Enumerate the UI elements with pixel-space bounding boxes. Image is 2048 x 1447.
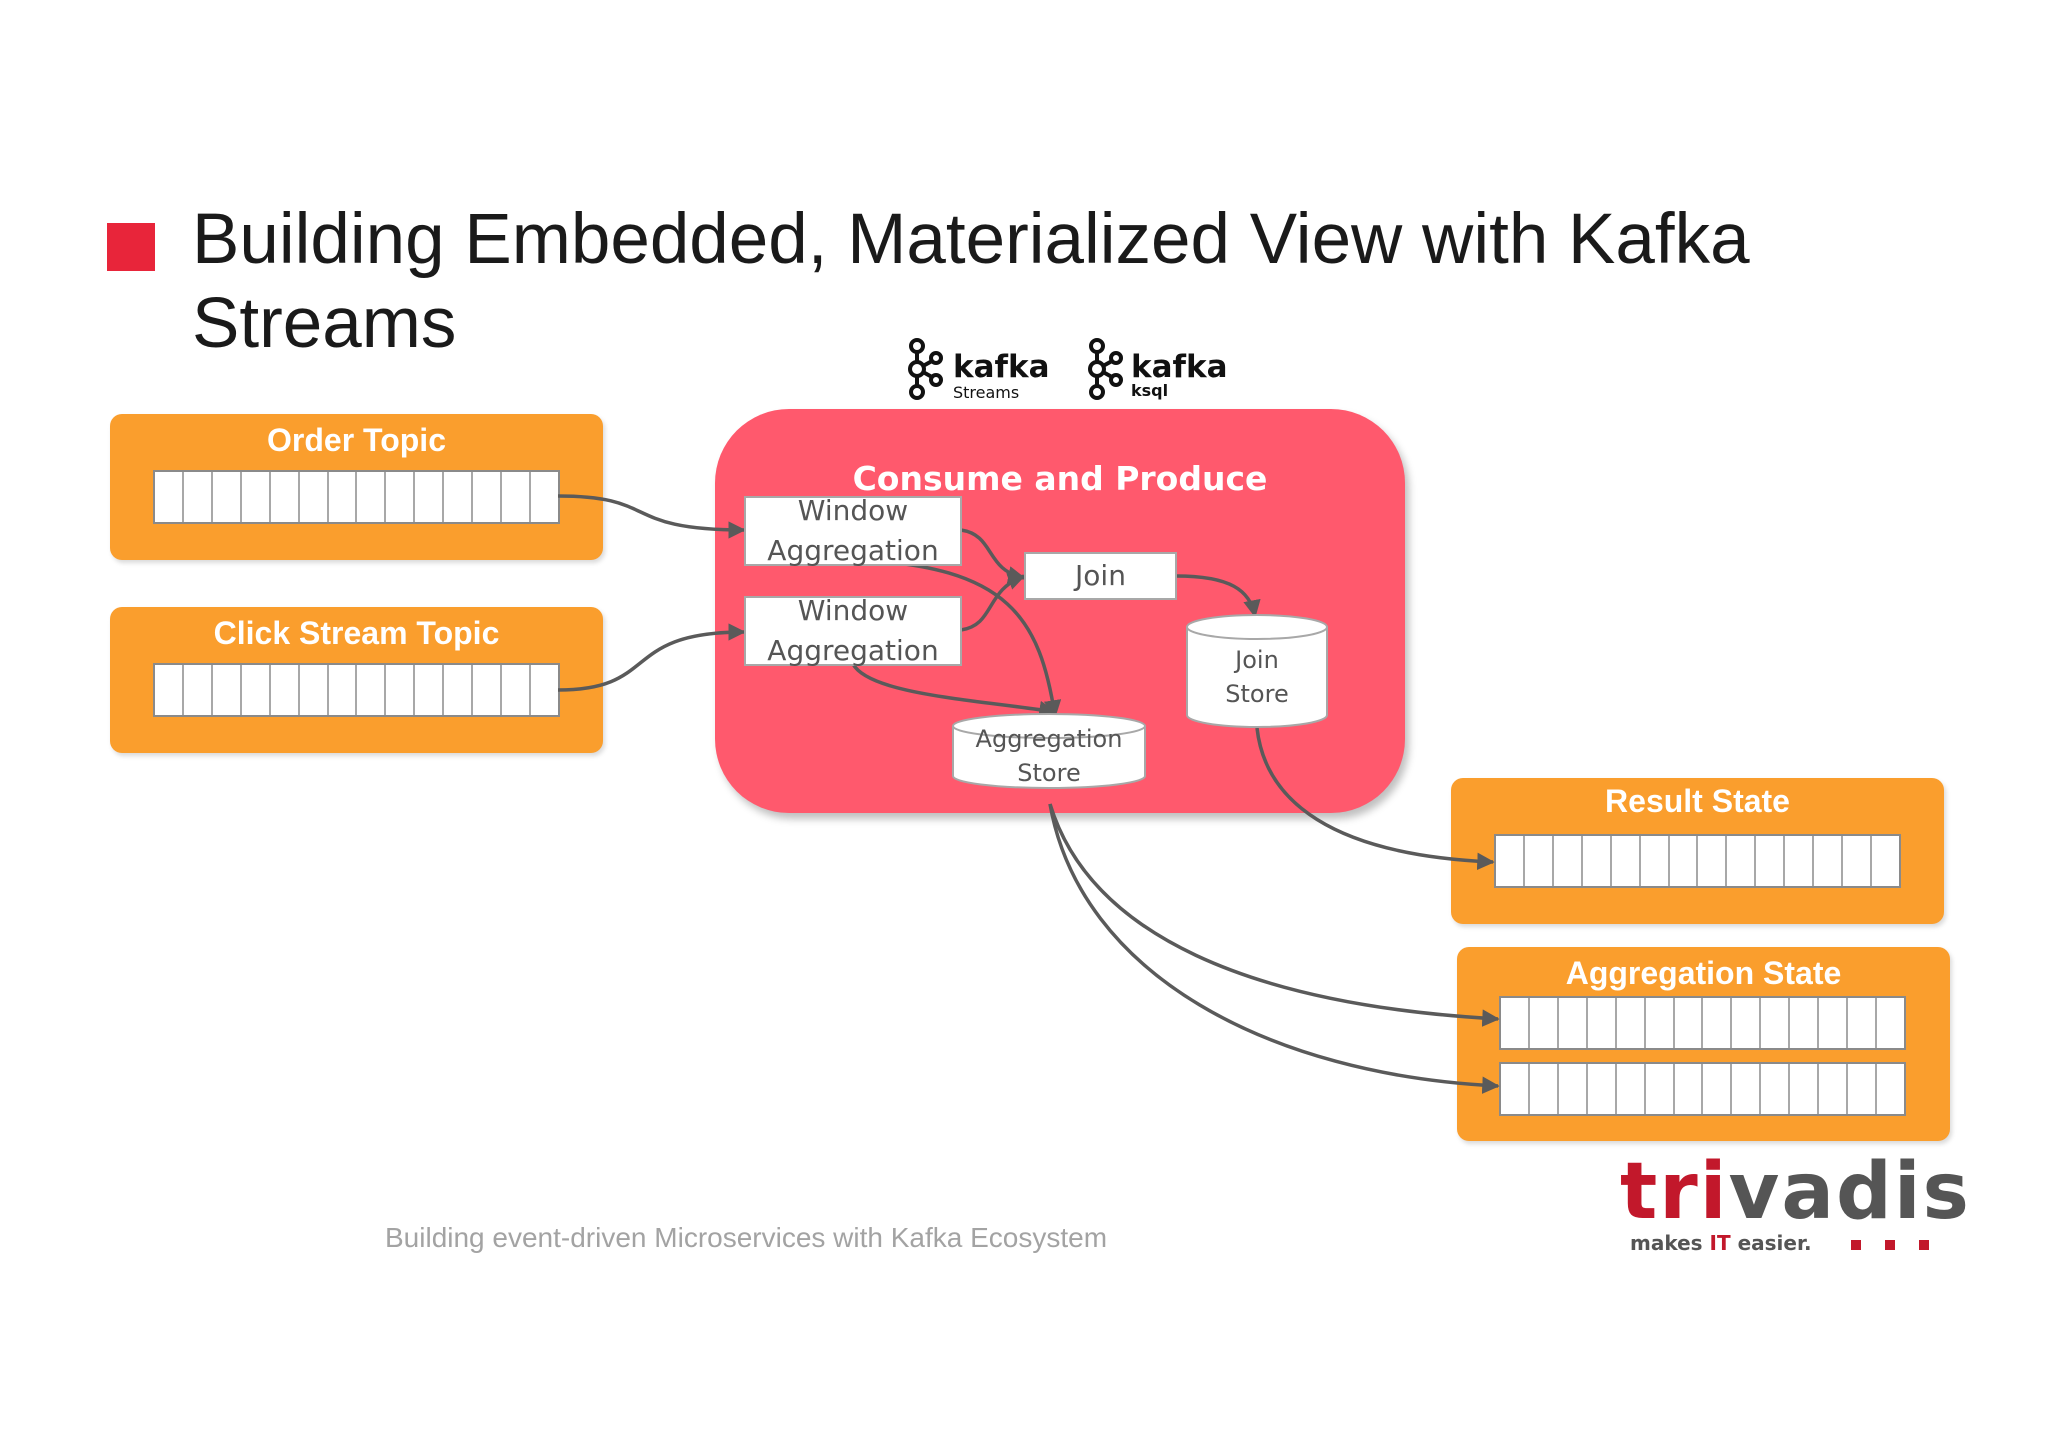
kafka-logo-icon — [908, 338, 943, 400]
aggregation-state-partitions-1 — [1499, 996, 1906, 1050]
trivadis-logo: trivadis — [1620, 1150, 1971, 1234]
connector-join-to-join-store — [1175, 574, 1261, 618]
tagline-after: easier. — [1730, 1231, 1812, 1255]
result-state-box: Result State — [1451, 778, 1944, 924]
result-state-label: Result State — [1605, 783, 1790, 819]
kafka-ksql-sub: ksql — [1131, 381, 1169, 400]
connector-order-to-window-agg — [557, 494, 746, 539]
kafka-logo-icon — [1088, 338, 1123, 400]
brand-dot-1 — [1851, 1240, 1861, 1250]
click-stream-topic-label: Click Stream Topic — [213, 615, 500, 651]
brand-dot-3 — [1919, 1240, 1929, 1250]
window-aggregation-label-2: Window Aggregation — [767, 594, 939, 667]
order-topic-label: Order Topic — [267, 422, 446, 458]
aggregation-store-label: Aggregation Store — [975, 725, 1123, 787]
kafka-streams-word: kafka — [953, 349, 1050, 385]
aggregation-state-label: Aggregation State — [1565, 955, 1842, 991]
window-aggregation-node-2: Window Aggregation — [744, 594, 962, 667]
join-node: Join — [1024, 552, 1177, 600]
join-store-cylinder — [1186, 614, 1328, 728]
tagline-before: makes — [1630, 1231, 1710, 1255]
result-state-partitions — [1494, 834, 1901, 888]
tagline-accent: IT — [1709, 1231, 1731, 1255]
connector-join-store-to-result — [1255, 727, 1495, 871]
kafka-ksql-word: kafka — [1131, 349, 1228, 385]
kafka-ksql-logo: kafka ksql — [1085, 338, 1228, 404]
connector-window2-to-agg-store — [851, 663, 1057, 719]
slide-footer: Building event-driven Microservices with… — [385, 1222, 1108, 1253]
connector-agg-store-to-agg-state-1 — [1048, 803, 1500, 1027]
click-stream-topic-box: Click Stream Topic — [110, 607, 603, 753]
window-aggregation-node-1: Window Aggregation — [744, 494, 962, 567]
aggregation-state-box: Aggregation State — [1457, 947, 1950, 1141]
connector-agg-store-to-agg-state-2 — [1048, 803, 1500, 1094]
kafka-streams-sub: Streams — [953, 383, 1020, 402]
aggregation-state-partitions-2 — [1499, 1062, 1906, 1116]
window-aggregation-label-1: Window Aggregation — [767, 494, 939, 567]
connector-window2-to-join — [960, 573, 1026, 632]
brand-dot-2 — [1885, 1240, 1895, 1250]
slide-title: Building Embedded, Materialized View wit… — [192, 200, 1750, 363]
aggregation-store-cylinder — [952, 713, 1146, 789]
join-label: Join — [1075, 559, 1126, 592]
title-bullet — [107, 223, 155, 271]
join-store-label: Join Store — [1225, 646, 1289, 708]
order-topic-partitions — [153, 470, 560, 524]
brand-name-accent: tri — [1620, 1147, 1729, 1237]
processor-title: Consume and Produce — [852, 459, 1268, 498]
trivadis-tagline: makes IT easier. — [1630, 1231, 1812, 1255]
connector-window1-to-join — [960, 528, 1026, 584]
order-topic-box: Order Topic — [110, 414, 603, 560]
brand-name-rest: vadis — [1728, 1147, 1971, 1237]
kafka-streams-logo: kafka Streams — [905, 338, 1050, 404]
click-stream-topic-partitions — [153, 663, 560, 717]
connector-click-to-window-agg — [557, 623, 746, 692]
